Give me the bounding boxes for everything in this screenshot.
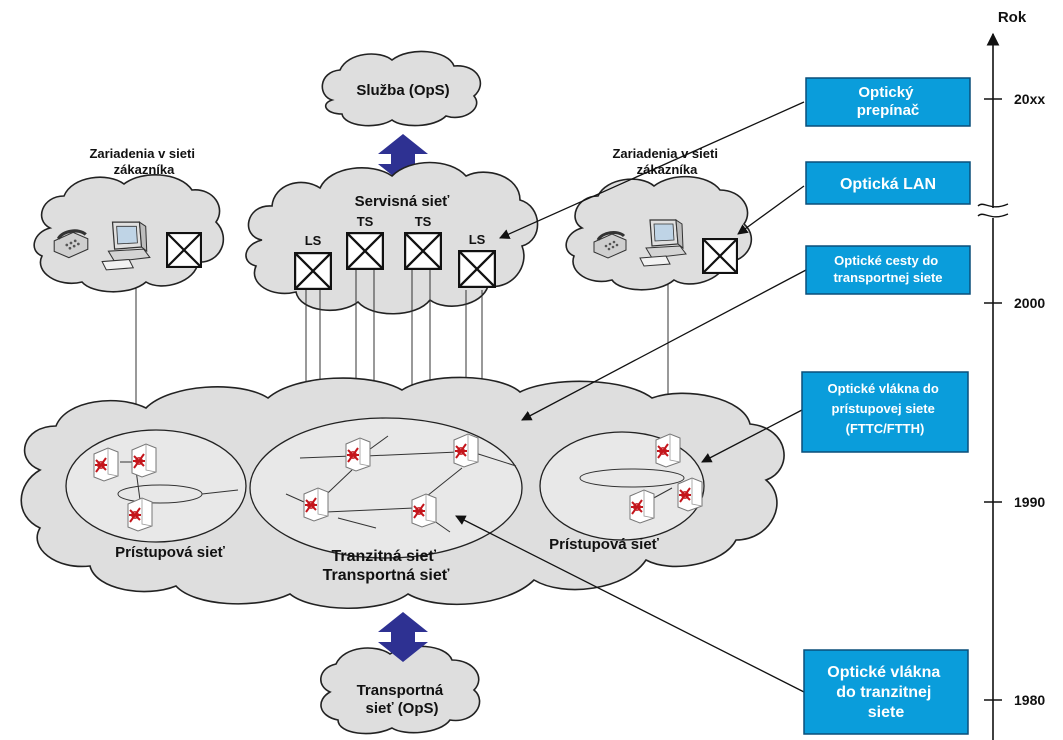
transit-ring [249, 417, 523, 559]
svg-text:Optické cesty do transpo: Optické cesty do transportnej siete [833, 253, 942, 285]
service-ops-label: Služba (OpS) [356, 82, 449, 99]
tech-box-2-line1: Optická LAN [840, 176, 936, 193]
optical-switch-icon [93, 447, 119, 482]
transport-ops-label-line2: sieť (OpS) [365, 700, 438, 717]
optical-switch-icon [453, 433, 479, 468]
service-ops-cloud: Služba (OpS) [321, 50, 482, 127]
tech-box-access-fibres: Optické vlákna do prístupovej siete (FTT… [801, 371, 969, 453]
transport-ops-cloud: Transportná sieť (OpS) [320, 645, 481, 735]
year-1980: 1980 [1014, 692, 1045, 708]
tech-box-optical-switch: Optický prepínač [805, 77, 971, 127]
customer-right-line1: Zariadenia v sieti [612, 146, 718, 161]
year-20xx: 20xx [1014, 91, 1045, 107]
switch-label-ls-left: LS [305, 233, 322, 248]
tech-box-optical-lan: Optická LAN [805, 161, 971, 205]
cross-connect-icon [702, 238, 738, 274]
svg-text:Optické vlákna do tranzi: Optické vlákna do tranzitnej siete [827, 664, 944, 721]
cross-connect-icon [404, 232, 442, 270]
tech-box-5-line2: do tranzitnej [836, 684, 931, 701]
cross-connect-icon [458, 250, 496, 288]
switch-label-ts-right: TS [415, 214, 432, 229]
optical-switch-icon [629, 489, 655, 524]
tech-box-1-line1: Optický [858, 84, 914, 101]
cross-connect-icon [294, 252, 332, 290]
double-arrow-bottom [378, 612, 428, 662]
customer-left-line2: zákazníka [114, 162, 175, 177]
access-right-label: Prístupová sieť [549, 536, 660, 553]
svg-text:Zariadenia v sieti zákazní: Zariadenia v sieti zákazníka [89, 146, 198, 177]
svg-text:Tranzitná sieť Transportná: Tranzitná sieť Transportná sieť [323, 548, 450, 584]
switch-label-ls-right: LS [469, 232, 486, 247]
cross-connect-icon [346, 232, 384, 270]
service-network-title: Servisná sieť [355, 193, 451, 210]
optical-switch-icon [411, 493, 437, 528]
customer-cloud-left [33, 174, 225, 293]
tech-box-4-line1: Optické vlákna do [828, 381, 939, 396]
svg-text:Zariadenia v sieti zákazní: Zariadenia v sieti zákazníka [612, 146, 721, 177]
timeline-title: Rok [998, 9, 1027, 26]
svg-text:Optický prepínač: Optický prepínač [857, 84, 920, 119]
svg-text:Transportná sieť (OpS): Transportná sieť (OpS) [357, 682, 448, 717]
switch-label-ts-left: TS [357, 214, 374, 229]
tech-box-optical-paths: Optické cesty do transportnej siete [805, 245, 971, 295]
tech-box-5-line1: Optické vlákna [827, 664, 940, 681]
year-1990: 1990 [1014, 494, 1045, 510]
tech-box-3-line2: transportnej siete [833, 270, 942, 285]
optical-switch-icon [677, 477, 703, 512]
tech-box-4-line3: (FTTC/FTTH) [846, 421, 925, 436]
pointer-lines [455, 101, 807, 693]
tech-box-1-line2: prepínač [857, 102, 920, 119]
customer-left-line1: Zariadenia v sieti [89, 146, 195, 161]
access-ring-left [65, 429, 247, 543]
customer-right-line2: zákazníka [637, 162, 698, 177]
optical-switch-icon [131, 443, 157, 478]
transit-label-line1: Tranzitná sieť [331, 548, 436, 565]
optical-switch-icon [345, 437, 371, 472]
service-network-cloud: Servisná sieť LS TS TS LS [245, 161, 539, 315]
year-2000: 2000 [1014, 295, 1045, 311]
access-left-label: Prístupová sieť [115, 544, 226, 561]
tech-box-5-line3: siete [868, 704, 905, 721]
optical-switch-icon [127, 497, 153, 532]
optical-switch-icon [303, 487, 329, 522]
tech-box-transit-fibres: Optické vlákna do tranzitnej siete [803, 649, 969, 735]
tech-box-3-line1: Optické cesty do [834, 253, 938, 268]
svg-text:Optické vlákna do prístu: Optické vlákna do prístupovej siete (FTT… [828, 381, 943, 436]
timeline-axis: Rok 20xx 2000 1990 1980 [977, 9, 1045, 740]
transit-label-line2: Transportná sieť [323, 567, 450, 584]
transit-links [285, 435, 517, 533]
optical-switch-icon [655, 433, 681, 468]
transport-ops-label-line1: Transportná [357, 682, 444, 699]
customer-cloud-right [565, 175, 753, 291]
cross-connect-icon [166, 232, 202, 268]
tech-box-4-line2: prístupovej siete [832, 401, 935, 416]
